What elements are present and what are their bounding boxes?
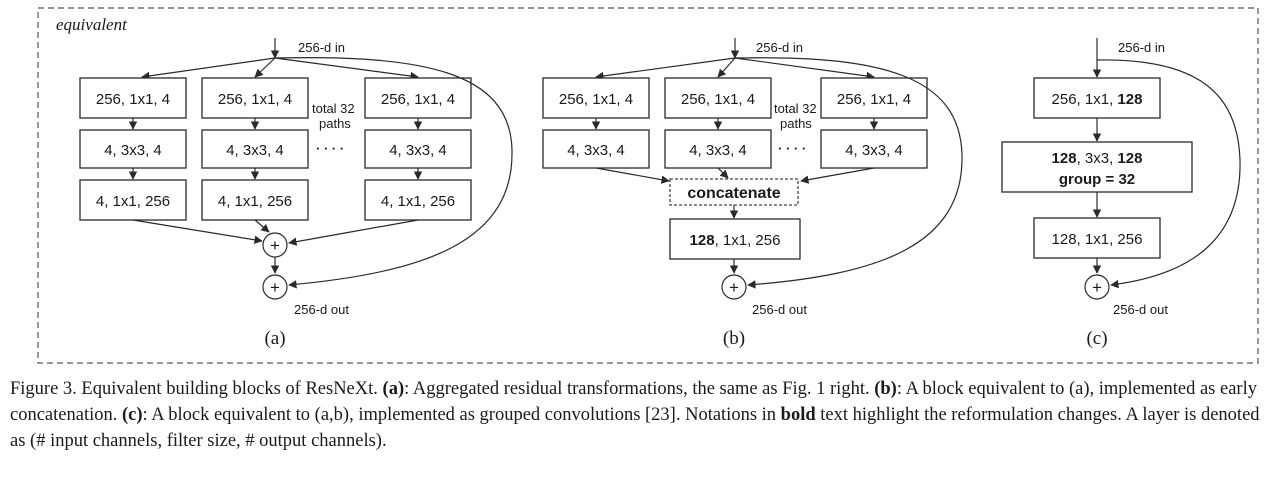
svg-text:group = 32: group = 32 xyxy=(1059,171,1135,188)
figure-diagram: equivalent 256-d in 256, 1x1, 4 256, 1x1… xyxy=(37,7,1259,364)
panel-a-paths-note-line2: paths xyxy=(319,116,351,131)
panel-c-residual-circle xyxy=(1084,274,1110,300)
panel-c-input-label: 256-d in xyxy=(1118,40,1165,55)
panel-b-input-label: 256-d in xyxy=(756,40,803,55)
svg-text:128, 1x1, 256: 128, 1x1, 256 xyxy=(690,232,781,249)
panel-a-sum-plus: + xyxy=(270,236,280,255)
panel-a-col2-box1: 256, 1x1, 4 xyxy=(201,77,309,119)
panel-c-box3: 128, 1x1, 256 xyxy=(1033,217,1161,259)
svg-text:256, 1x1, 128: 256, 1x1, 128 xyxy=(1052,91,1143,108)
panel-b-col2-box2: 4, 3x3, 4 xyxy=(664,129,772,169)
svg-text:256, 1x1, 4: 256, 1x1, 4 xyxy=(681,91,755,108)
frame-label: equivalent xyxy=(56,15,128,34)
svg-text:concatenate: concatenate xyxy=(687,185,780,202)
panel-a: 256-d in 256, 1x1, 4 256, 1x1, 4 256, 1x… xyxy=(79,38,513,349)
panel-b-output-label: 256-d out xyxy=(752,302,807,317)
figure-caption: Figure 3. Equivalent building blocks of … xyxy=(10,379,1260,451)
svg-text:128, 1x1, 256: 128, 1x1, 256 xyxy=(1052,231,1143,248)
panel-b-col3-box2: 4, 3x3, 4 xyxy=(820,129,928,169)
panel-a-col1-box2: 4, 3x3, 4 xyxy=(79,129,187,169)
panel-b-residual-circle xyxy=(721,274,747,300)
svg-text:4, 3x3, 4: 4, 3x3, 4 xyxy=(567,142,625,159)
panel-c-box1: 256, 1x1, 128 xyxy=(1033,77,1161,119)
panel-a-input-label: 256-d in xyxy=(298,40,345,55)
panel-b: 256-d in 256, 1x1, 4 256, 1x1, 4 256, 1x… xyxy=(542,38,963,349)
panel-b-col3-box1: 256, 1x1, 4 xyxy=(820,77,928,119)
panel-b-col1-box2: 4, 3x3, 4 xyxy=(542,129,650,169)
svg-text:256, 1x1, 4: 256, 1x1, 4 xyxy=(96,91,170,108)
svg-text:128, 3x3, 128: 128, 3x3, 128 xyxy=(1052,150,1143,167)
panel-a-col1-box1: 256, 1x1, 4 xyxy=(79,77,187,119)
svg-text:4, 3x3, 4: 4, 3x3, 4 xyxy=(104,142,162,159)
panel-c-box2: 128, 3x3, 128 group = 32 xyxy=(1001,141,1193,193)
panel-a-residual-plus: + xyxy=(270,278,280,297)
panel-a-paths-note-line1: total 32 xyxy=(312,101,355,116)
svg-text:256, 1x1, 4: 256, 1x1, 4 xyxy=(559,91,633,108)
panel-b-paths-note-line1: total 32 xyxy=(774,101,817,116)
panel-a-shortcut xyxy=(274,57,513,289)
panel-a-col3-box2: 4, 3x3, 4 xyxy=(364,129,472,169)
svg-text:256, 1x1, 4: 256, 1x1, 4 xyxy=(218,91,292,108)
panel-a-col3-box3: 4, 1x1, 256 xyxy=(364,179,472,221)
panel-c-residual-plus: + xyxy=(1092,278,1102,297)
svg-text:256, 1x1, 4: 256, 1x1, 4 xyxy=(381,91,455,108)
svg-text:4, 1x1, 256: 4, 1x1, 256 xyxy=(96,193,170,210)
svg-text:4, 3x3, 4: 4, 3x3, 4 xyxy=(689,142,747,159)
svg-text:4, 1x1, 256: 4, 1x1, 256 xyxy=(218,193,292,210)
panel-a-col2-box2: 4, 3x3, 4 xyxy=(201,129,309,169)
panel-b-label: (b) xyxy=(723,328,745,349)
panel-b-residual-plus: + xyxy=(729,278,739,297)
panel-b-concat-box: concatenate xyxy=(669,178,799,206)
dashed-frame xyxy=(37,7,1259,364)
panel-a-residual-circle xyxy=(262,274,288,300)
panel-a-col3-box1: 256, 1x1, 4 xyxy=(364,77,472,119)
panel-c: 256-d in 256, 1x1, 128 128, 3x3, 128 gro… xyxy=(1001,38,1241,349)
panel-b-final-box: 128, 1x1, 256 xyxy=(669,218,801,260)
svg-text:4, 1x1, 256: 4, 1x1, 256 xyxy=(381,193,455,210)
panel-c-label: (c) xyxy=(1086,328,1107,349)
svg-text:4, 3x3, 4: 4, 3x3, 4 xyxy=(389,142,447,159)
svg-text:4, 3x3, 4: 4, 3x3, 4 xyxy=(845,142,903,159)
panel-a-label: (a) xyxy=(264,328,285,349)
panel-a-output-label: 256-d out xyxy=(294,302,349,317)
svg-text:4, 3x3, 4: 4, 3x3, 4 xyxy=(226,142,284,159)
panel-b-ellipsis: · · · · xyxy=(778,141,806,156)
panel-a-ellipsis: · · · · xyxy=(316,141,344,156)
panel-b-col2-box1: 256, 1x1, 4 xyxy=(664,77,772,119)
panel-c-output-label: 256-d out xyxy=(1113,302,1168,317)
panel-b-paths-note-line2: paths xyxy=(780,116,812,131)
svg-text:256, 1x1, 4: 256, 1x1, 4 xyxy=(837,91,911,108)
panel-a-col2-box3: 4, 1x1, 256 xyxy=(201,179,309,221)
panel-a-col1-box3: 4, 1x1, 256 xyxy=(79,179,187,221)
panel-c-shortcut xyxy=(1096,59,1241,289)
panel-b-shortcut xyxy=(734,57,963,289)
panel-b-col1-box1: 256, 1x1, 4 xyxy=(542,77,650,119)
